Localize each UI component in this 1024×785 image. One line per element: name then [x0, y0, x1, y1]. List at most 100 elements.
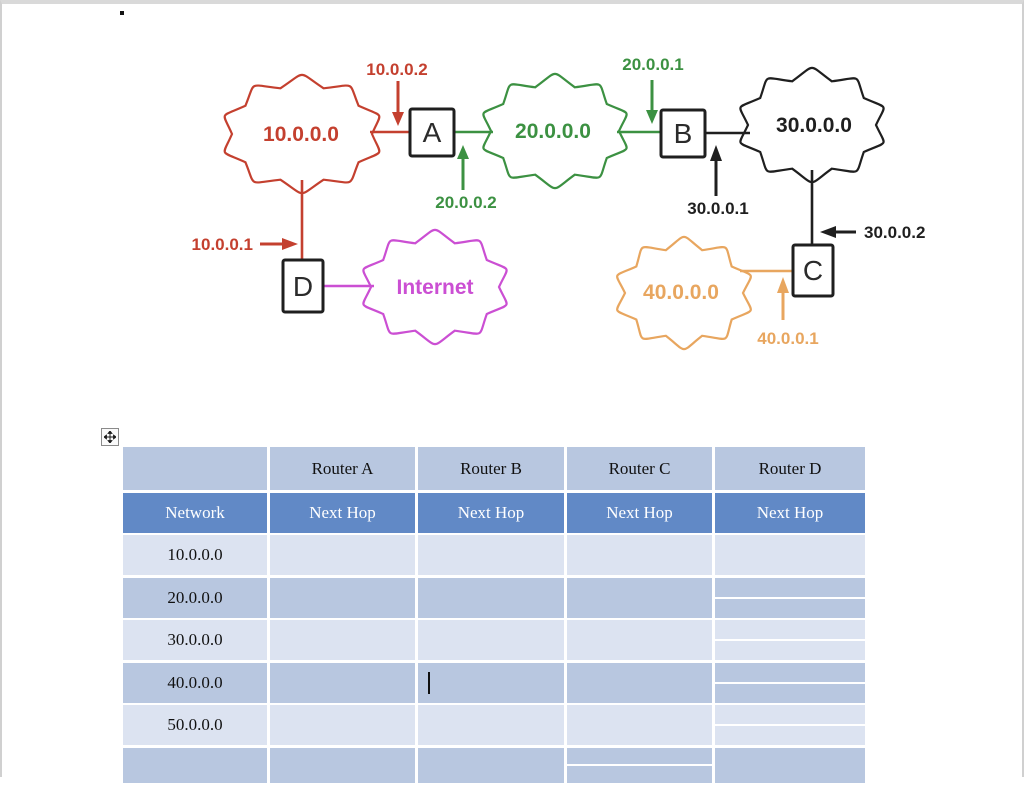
- arrow-head-up: [457, 145, 469, 159]
- table-header-row-routers: Router A Router B Router C Router D: [123, 447, 865, 490]
- ip-text: 10.0.0.2: [366, 60, 427, 79]
- hop-d-20-top[interactable]: [715, 578, 865, 599]
- router-letter: C: [803, 255, 823, 286]
- network-cell-10[interactable]: 10.0.0.0: [123, 535, 270, 575]
- header-nexthop-c[interactable]: Next Hop: [567, 492, 715, 533]
- table-row-10: 10.0.0.0: [123, 535, 865, 575]
- arrow-head-up: [777, 277, 789, 293]
- hop-c-30[interactable]: [567, 620, 715, 660]
- network-cell-empty[interactable]: [123, 747, 270, 783]
- stray-mark: [120, 11, 124, 15]
- header-router-c[interactable]: Router C: [567, 447, 715, 490]
- router-letter: B: [674, 118, 693, 149]
- router-box: [408, 107, 456, 158]
- hop-b-30[interactable]: [418, 620, 567, 660]
- network-cell-40[interactable]: 40.0.0.0: [123, 662, 270, 703]
- arrow-head-up: [710, 145, 722, 161]
- ip-text: 40.0.0.1: [757, 329, 818, 348]
- hop-c-10[interactable]: [567, 535, 715, 575]
- cloud-outline: [616, 235, 752, 351]
- hop-d-20-bottom[interactable]: [715, 599, 865, 618]
- table-row-20: 20.0.0.0: [123, 577, 865, 618]
- router-box: [791, 243, 835, 298]
- hop-c-empty-bottom[interactable]: [567, 766, 712, 783]
- hop-a-10[interactable]: [270, 535, 418, 575]
- header-corner-cell[interactable]: [123, 447, 270, 490]
- header-router-a[interactable]: Router A: [270, 447, 418, 490]
- table-move-handle[interactable]: [101, 428, 119, 446]
- ip-text: 10.0.0.1: [192, 235, 253, 254]
- routing-table: Router A Router B Router C Router D Netw…: [123, 447, 865, 785]
- network-cell-50[interactable]: 50.0.0.0: [123, 705, 270, 745]
- ip-label-40-0-0-1: 40.0.0.1: [757, 277, 819, 348]
- hop-d-50-bottom[interactable]: [715, 726, 865, 745]
- table-header-row-nexthop: Network Next Hop Next Hop Next Hop Next …: [123, 492, 865, 533]
- hop-a-20[interactable]: [270, 577, 418, 618]
- hop-a-40[interactable]: [270, 662, 418, 703]
- cloud-outline: [739, 66, 885, 184]
- table-row-50: 50.0.0.0: [123, 705, 865, 745]
- cloud-outline: [223, 73, 381, 195]
- hop-d-50: [715, 705, 865, 745]
- header-router-d[interactable]: Router D: [715, 447, 865, 490]
- hop-c-empty: [567, 747, 715, 783]
- hop-b-20[interactable]: [418, 577, 567, 618]
- header-network[interactable]: Network: [123, 492, 270, 533]
- hop-d-10[interactable]: [715, 535, 865, 575]
- hop-c-empty-top[interactable]: [567, 748, 712, 766]
- hop-c-50[interactable]: [567, 705, 715, 745]
- network-cell-20[interactable]: 20.0.0.0: [123, 577, 270, 618]
- ip-text: 20.0.0.2: [435, 193, 496, 212]
- ip-label-10-0-0-2: 10.0.0.2: [366, 60, 428, 126]
- text-cursor: [428, 671, 430, 694]
- cloud-40-0-0-0: [616, 235, 752, 351]
- hop-d-50-top[interactable]: [715, 705, 865, 726]
- hop-d-40-top[interactable]: [715, 663, 865, 684]
- cloud-10-0-0-0: [223, 73, 381, 195]
- router-letter: D: [293, 271, 313, 302]
- hop-a-50[interactable]: [270, 705, 418, 745]
- table-row-empty: [123, 747, 865, 783]
- arrow-head-down: [392, 112, 404, 126]
- hop-d-30-top[interactable]: [715, 620, 865, 641]
- hop-a-empty[interactable]: [270, 747, 418, 783]
- ip-text: 30.0.0.2: [864, 223, 925, 242]
- cloud-label-net20: 20.0.0.0: [515, 120, 591, 143]
- ip-text: 30.0.0.1: [687, 199, 748, 218]
- move-icon: [104, 431, 116, 443]
- ip-label-10-0-0-1: 10.0.0.1: [192, 235, 298, 254]
- cloud-label-net10: 10.0.0.0: [263, 123, 339, 146]
- hop-b-10[interactable]: [418, 535, 567, 575]
- arrow-head-right: [282, 238, 298, 250]
- ip-label-20-0-0-1: 20.0.0.1: [622, 55, 684, 124]
- network-diagram[interactable]: 10.0.0.0 20.0.0.0 30.0.0.0 Internet 40.0…: [2, 34, 1024, 434]
- header-nexthop-b[interactable]: Next Hop: [418, 492, 567, 533]
- hop-b-50[interactable]: [418, 705, 567, 745]
- router-C: C: [791, 243, 835, 298]
- hop-a-30[interactable]: [270, 620, 418, 660]
- header-nexthop-d[interactable]: Next Hop: [715, 492, 865, 533]
- hop-d-40-bottom[interactable]: [715, 684, 865, 703]
- ip-label-30-0-0-1: 30.0.0.1: [687, 145, 749, 218]
- router-box: [281, 258, 325, 314]
- hop-c-40[interactable]: [567, 662, 715, 703]
- header-nexthop-a[interactable]: Next Hop: [270, 492, 418, 533]
- hop-d-30-bottom[interactable]: [715, 641, 865, 660]
- router-A: A: [408, 107, 456, 158]
- hop-b-empty[interactable]: [418, 747, 567, 783]
- hop-b-40[interactable]: [418, 662, 567, 703]
- cloud-label-net30: 30.0.0.0: [776, 114, 852, 137]
- table-row-30: 30.0.0.0: [123, 620, 865, 660]
- router-B: B: [659, 108, 707, 159]
- arrow-head-down: [646, 110, 658, 124]
- hop-c-20[interactable]: [567, 577, 715, 618]
- router-box: [659, 108, 707, 159]
- cloud-30-0-0-0: [739, 66, 885, 184]
- header-router-b[interactable]: Router B: [418, 447, 567, 490]
- network-cell-30[interactable]: 30.0.0.0: [123, 620, 270, 660]
- hop-d-30: [715, 620, 865, 660]
- hop-d-empty[interactable]: [715, 747, 865, 783]
- router-D: D: [281, 258, 325, 314]
- router-letter: A: [423, 117, 442, 148]
